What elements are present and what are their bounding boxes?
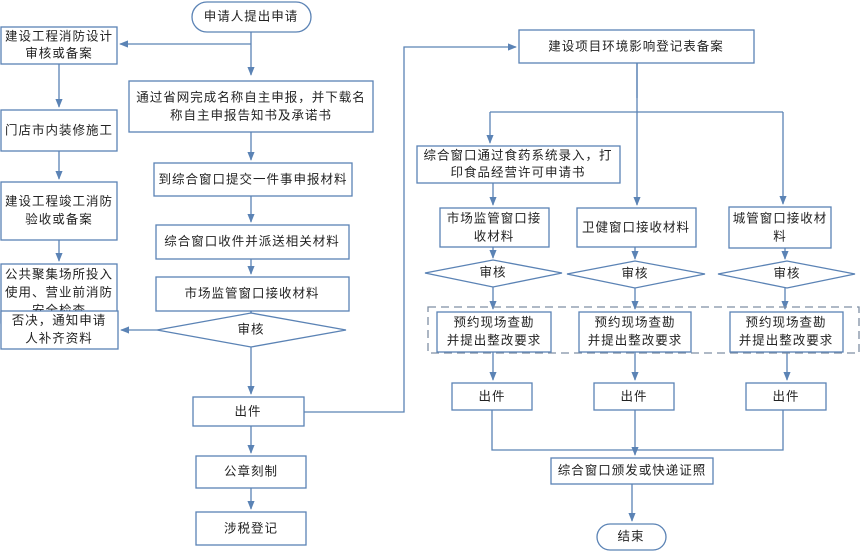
issue-health: 出件	[593, 382, 675, 411]
deliver-certificate: 综合窗口颁发或快递证照	[550, 457, 714, 485]
node-label: 出件	[620, 389, 647, 404]
node-label: 综合窗口通过食药系统录入，打	[423, 148, 612, 163]
issue-urban: 出件	[745, 382, 827, 411]
node-label: 料	[773, 229, 787, 244]
node-label: 并提出整改要求	[739, 333, 834, 348]
window-market: 市场监管窗口接收材料	[439, 207, 550, 248]
node-label: 城管窗口接收材	[733, 211, 828, 226]
review-diamond-health: 审核	[566, 260, 706, 289]
inspection-group	[427, 306, 860, 354]
node-label: 审核或备案	[25, 46, 93, 61]
node-label: 使用、营业前消防	[5, 285, 113, 300]
node-label: 门店市内装修施工	[5, 123, 113, 138]
node-label: 卫健窗口接收材料	[582, 220, 690, 235]
node-label: 公共聚集场所投入	[5, 267, 113, 282]
node-label: 印食品经营许可申请书	[450, 165, 585, 180]
node-label: 市场监管窗口接收材料	[184, 286, 319, 301]
window-health: 卫健窗口接收材料	[576, 207, 697, 248]
node-label: 收材料	[474, 229, 515, 244]
start-node: 申请人提出申请	[191, 1, 312, 33]
node-label: 预约现场查勘	[745, 315, 826, 330]
review-diamond-market: 审核	[424, 259, 563, 288]
mid-review-diamond: 审核	[156, 312, 347, 348]
node-label: 综合窗口收件并派送相关材料	[164, 234, 340, 249]
seal-engraving: 公章刻制	[195, 455, 307, 489]
node-label: 审核	[621, 266, 648, 281]
node-label: 公章刻制	[224, 464, 278, 479]
end-node: 结束	[596, 523, 667, 551]
node-label: 通过省网完成名称自主申报，并下载名	[136, 90, 366, 105]
node-label: 建设项目环境影响登记表备案	[548, 39, 724, 54]
node-label: 并提出整改要求	[588, 333, 683, 348]
node-label: 出件	[478, 389, 505, 404]
node-label: 审核	[237, 322, 264, 337]
mid-issue: 出件	[192, 396, 305, 427]
node-label: 称自主申报告知书及承诺书	[170, 108, 332, 123]
node-label: 建设工程竣工消防	[5, 194, 113, 209]
issue-market: 出件	[451, 382, 533, 411]
node-label: 预约现场查勘	[453, 315, 534, 330]
node-label: 申请人提出申请	[204, 9, 299, 24]
node-label: 建设工程消防设计	[5, 29, 113, 44]
node-label: 否决，通知申请	[12, 313, 107, 328]
node-label: 并提出整改要求	[447, 333, 542, 348]
mid-step-submit: 到综合窗口提交一件事申报材料	[153, 162, 353, 197]
node-label: 结束	[617, 529, 644, 544]
tax-registration: 涉税登记	[195, 511, 307, 546]
node-label: 综合窗口颁发或快递证照	[558, 463, 707, 478]
node-label: 审核	[479, 265, 506, 280]
node-label: 出件	[772, 389, 799, 404]
env-registration: 建设项目环境影响登记表备案	[518, 29, 755, 64]
mid-step-receive: 市场监管窗口接收材料	[155, 276, 350, 312]
node-label: 市场监管窗口接	[447, 211, 542, 226]
left-step-renovation: 门店市内装修施工	[0, 109, 118, 152]
node-label: 涉税登记	[224, 521, 278, 536]
node-label: 预约现场查勘	[594, 315, 675, 330]
review-diamond-urban: 审核	[717, 260, 856, 289]
node-label: 审核	[773, 266, 800, 281]
connectors	[55, 32, 791, 522]
node-label: 验收或备案	[25, 212, 93, 227]
node-label: 到综合窗口提交一件事申报材料	[158, 172, 347, 187]
node-label: 出件	[234, 404, 261, 419]
node-label: 人补齐资料	[25, 331, 93, 346]
mid-step-dispatch: 综合窗口收件并派送相关材料	[155, 224, 350, 260]
